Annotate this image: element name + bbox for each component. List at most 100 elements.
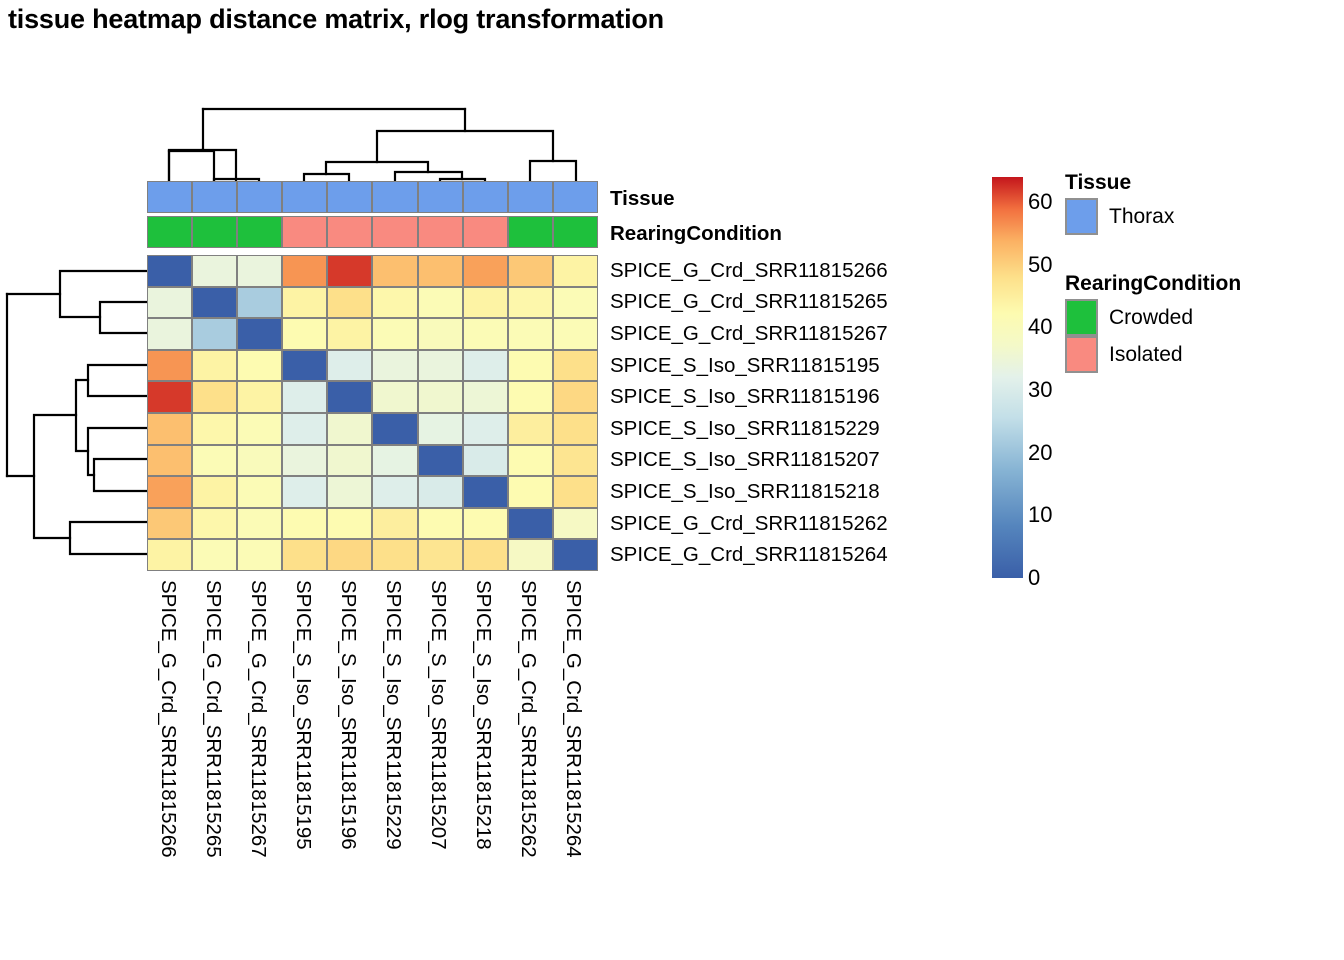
- heatmap-cell: [372, 381, 418, 413]
- heatmap-cell: [327, 476, 373, 508]
- heatmap-cell: [372, 476, 418, 508]
- column-label: SPICE_G_Crd_SRR11815264: [562, 580, 586, 858]
- annotation-label-rearingcondition: RearingCondition: [610, 222, 782, 245]
- annotation-cell-rearingcondition: [552, 216, 598, 248]
- heatmap-cell: [327, 444, 373, 477]
- heatmap-cell: [327, 507, 373, 540]
- heatmap-cell: [282, 507, 328, 540]
- heatmap-cell: [552, 413, 598, 445]
- heatmap-cell: [462, 255, 508, 287]
- heatmap-cell: [192, 507, 238, 540]
- heatmap-cell: [507, 318, 553, 350]
- annotation-cell-tissue: [417, 181, 463, 213]
- column-label: SPICE_S_Iso_SRR11815207: [427, 580, 451, 850]
- page-title: tissue heatmap distance matrix, rlog tra…: [8, 4, 664, 34]
- heatmap-cell: [147, 381, 193, 413]
- heatmap-cell: [282, 444, 328, 477]
- heatmap-cell: [462, 318, 508, 350]
- heatmap-cell: [147, 507, 193, 540]
- annotation-cell-rearingcondition: [192, 216, 238, 248]
- colorbar-tick-label: 20: [1028, 439, 1053, 465]
- annotation-cell-tissue: [282, 181, 328, 213]
- column-label: SPICE_S_Iso_SRR11815218: [472, 580, 496, 850]
- heatmap-cell: [462, 381, 508, 413]
- legend-rearingcondition-label: Crowded: [1109, 306, 1194, 329]
- annotation-cell-rearingcondition: [507, 216, 553, 248]
- row-label: SPICE_G_Crd_SRR11815264: [610, 543, 888, 567]
- heatmap-cell: [372, 286, 418, 319]
- column-label: SPICE_G_Crd_SRR11815265: [201, 580, 225, 858]
- heatmap-cell: [147, 444, 193, 477]
- heatmap-cell: [282, 349, 328, 382]
- heatmap-cell: [237, 255, 283, 287]
- heatmap-cell: [507, 381, 553, 413]
- heatmap-cell: [507, 255, 553, 287]
- legend-items-tissue: Thorax: [1065, 198, 1174, 235]
- annotation-cell-rearingcondition: [372, 216, 418, 248]
- heatmap-cell: [192, 476, 238, 508]
- heatmap-cell: [327, 381, 373, 413]
- heatmap-cell: [552, 444, 598, 477]
- heatmap-cell: [192, 413, 238, 445]
- heatmap-cell: [282, 255, 328, 287]
- annotation-cell-tissue: [372, 181, 418, 213]
- heatmap-cell: [417, 476, 463, 508]
- heatmap-cell: [147, 539, 193, 571]
- heatmap-cell: [462, 349, 508, 382]
- heatmap-cell: [462, 286, 508, 319]
- heatmap-cell: [237, 507, 283, 540]
- legend-rearingcondition-item: Isolated: [1065, 336, 1241, 373]
- row-label: SPICE_S_Iso_SRR11815195: [610, 353, 880, 377]
- colorbar-tick-label: 60: [1028, 189, 1053, 215]
- annotation-row-rearingcondition: [147, 216, 598, 248]
- colorbar-tick-label: 30: [1028, 377, 1053, 403]
- column-label: SPICE_G_Crd_SRR11815262: [517, 580, 541, 858]
- heatmap-cell: [417, 381, 463, 413]
- heatmap-cell: [327, 539, 373, 571]
- heatmap-cell: [327, 286, 373, 319]
- colorbar-gradient: [992, 177, 1023, 578]
- annotation-row-tissue: [147, 181, 598, 213]
- annotation-cell-tissue: [462, 181, 508, 213]
- heatmap-cell: [147, 476, 193, 508]
- row-dendrogram: [0, 255, 150, 571]
- heatmap-cell: [237, 286, 283, 319]
- row-label: SPICE_S_Iso_SRR11815229: [610, 416, 880, 440]
- heatmap-cell: [282, 539, 328, 571]
- legend-title-rearingcondition: RearingCondition: [1065, 272, 1242, 295]
- heatmap-cell: [417, 349, 463, 382]
- row-label: SPICE_G_Crd_SRR11815267: [610, 322, 888, 345]
- heatmap-cell: [237, 381, 283, 413]
- heatmap-cell: [417, 507, 463, 540]
- heatmap-cell: [552, 255, 598, 287]
- heatmap-cell: [327, 413, 373, 445]
- annotation-cell-tissue: [552, 181, 598, 213]
- annotation-cell-rearingcondition: [327, 216, 373, 248]
- heatmap-cell: [192, 255, 238, 287]
- heatmap-cell: [372, 318, 418, 350]
- annotation-cell-rearingcondition: [282, 216, 328, 248]
- colorbar-tick-label: 50: [1028, 251, 1053, 277]
- heatmap-cell: [462, 507, 508, 540]
- heatmap-cell: [237, 349, 283, 382]
- heatmap-cell: [462, 539, 508, 571]
- annotation-cell-tissue: [237, 181, 283, 213]
- annotation-cell-tissue: [327, 181, 373, 213]
- heatmap-cell: [462, 476, 508, 508]
- heatmap-cell: [417, 318, 463, 350]
- legend-title-tissue: Tissue: [1065, 171, 1132, 194]
- column-label: SPICE_G_Crd_SRR11815266: [156, 580, 180, 858]
- heatmap-cell: [507, 286, 553, 319]
- colorbar-tick-label: 10: [1028, 502, 1053, 528]
- heatmap-cell: [237, 318, 283, 350]
- heatmap-cell: [237, 476, 283, 508]
- heatmap-cell: [507, 444, 553, 477]
- row-label: SPICE_G_Crd_SRR11815265: [610, 290, 888, 314]
- heatmap-cell: [327, 255, 373, 287]
- column-label: SPICE_S_Iso_SRR11815196: [336, 580, 360, 850]
- legend-rearingcondition-label: Isolated: [1109, 343, 1183, 366]
- heatmap-cell: [507, 349, 553, 382]
